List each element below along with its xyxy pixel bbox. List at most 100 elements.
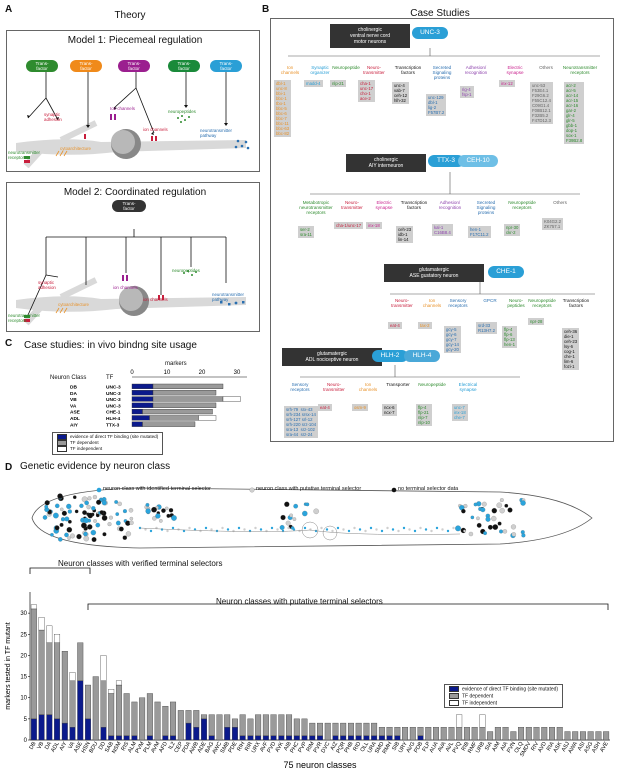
neuron-dot <box>470 515 475 520</box>
bar-AIM-dependent <box>494 727 501 741</box>
bar-PVR-dependent <box>317 722 323 736</box>
bar-AIY-dependent <box>61 651 68 724</box>
bar-VA-dependent <box>69 680 76 728</box>
bar-URX-direct <box>255 735 262 741</box>
y-tick-label: 30 <box>20 611 27 617</box>
neuron-dot <box>129 520 134 525</box>
panel-label-d: D <box>5 462 13 473</box>
ventral-cord-dot <box>298 529 301 533</box>
bar-PHC-dependent <box>293 718 300 736</box>
case-studies-title: Case Studies <box>410 8 470 19</box>
bar-PDB-dependent <box>417 727 424 736</box>
che1-genes-1: tax-2 <box>418 322 432 329</box>
panel-c-col-tf: TF <box>106 375 114 381</box>
x-tick-label: URY <box>398 741 409 754</box>
bar-DA-independent <box>46 625 53 643</box>
unc3-tf: UNC-3 <box>412 27 448 39</box>
panel-c-tick-0: 0 <box>130 370 134 376</box>
bar-SAB-independent <box>108 689 115 694</box>
bar-DB-direct <box>30 718 37 741</box>
x-tick-label: ADL <box>50 741 61 753</box>
neuron-dot <box>99 510 104 515</box>
m1-ion1: Ion channels <box>110 106 135 111</box>
bar-AVL-dependent <box>448 727 455 741</box>
bar-RID-direct <box>355 735 362 741</box>
bar-AUA-dependent <box>433 727 439 741</box>
neuron-dot <box>129 516 134 521</box>
m2-ntr: neurotransmitter receptors <box>8 313 40 324</box>
legend-direct-swatch <box>57 434 67 440</box>
panel-c-bar-0-direct <box>131 383 154 390</box>
neuron-dot <box>502 529 508 534</box>
bar-SAB-direct <box>108 735 115 741</box>
neuron-dot <box>87 524 93 530</box>
bar-ALM-direct <box>131 735 138 741</box>
neuron-dot <box>86 504 91 510</box>
ventral-cord-dot <box>171 526 175 530</box>
x-tick-label: AIM <box>491 741 501 753</box>
panel-c-class-3: VA <box>70 403 77 409</box>
neuron-dot <box>83 535 90 542</box>
bar-HSN-dependent <box>85 684 91 720</box>
ventral-cord-dot <box>166 529 169 533</box>
ventral-cord-dot <box>364 529 367 533</box>
panel-c-bar-4-direct <box>131 409 143 415</box>
che1-category-1: Ion channels <box>422 298 442 309</box>
x-tick-label: AIA <box>500 741 510 752</box>
hlh2-genes-5: unc-7 inx-18 che-7 <box>452 404 468 421</box>
bar-ADE-direct <box>201 718 207 741</box>
bar-BAG-direct <box>208 735 215 741</box>
bar-AWB-dependent <box>193 710 200 728</box>
hlh2-category-4: Neuropeptide <box>418 382 446 387</box>
x-tick-label: ASG <box>583 741 594 754</box>
neuron-dot <box>476 516 480 521</box>
panel-c-bar-0-dep <box>152 383 224 390</box>
x-tick-label: BAG <box>204 741 215 754</box>
x-tick-label: PVD <box>266 741 277 754</box>
x-tick-label: DD <box>98 741 107 751</box>
ttx3-genes-7: K04G2.2 ZK757.1 <box>542 218 563 230</box>
bar-ASK-dependent <box>556 727 563 741</box>
unc3-genes-7: inx-12 <box>499 80 515 87</box>
unc3-category-9: Neurotransmitter receptors <box>562 65 598 76</box>
neuron-dot <box>455 525 461 532</box>
ventral-cord-dot <box>325 528 329 531</box>
unc3-category-8: Others <box>539 65 553 70</box>
model1-title: Model 1: Piecemeal regulation <box>67 35 203 46</box>
ttx3-category-2: Electric synapse <box>375 200 393 211</box>
bar-AVG-dependent <box>409 727 416 741</box>
neuron-dot <box>122 509 127 514</box>
bar-DD-dependent <box>100 680 107 728</box>
panel-label-a: A <box>5 4 13 15</box>
m2-cyto: cytoarchitecture <box>58 302 89 307</box>
ttx3-genes-5: hen-1 F17C11.2 <box>468 226 491 238</box>
neuron-dot <box>102 532 107 537</box>
unc3-genes-9: acr-2 acr-5 acr-14 acr-15 acr-16 gar-2 g… <box>564 82 585 144</box>
che1-category-3: GPCR <box>483 298 497 303</box>
x-tick-label: SAB <box>104 741 115 754</box>
unc3-category-4: Transcription factors <box>394 65 422 76</box>
neuron-dot <box>60 507 64 512</box>
che1-category-5: Neuropeptide receptors <box>528 298 556 309</box>
che1-header: glutamatergic ASE gustatory neuron <box>384 264 484 282</box>
neuron-dot <box>87 496 92 501</box>
unc3-tree <box>288 48 600 57</box>
ttx3-genes-2: inx-18 <box>366 222 382 229</box>
bar-PVM-dependent <box>139 697 146 741</box>
bar-AWA-dependent <box>572 731 579 741</box>
ventral-cord-dot <box>237 526 241 530</box>
y-tick-label: 15 <box>20 675 27 681</box>
bar-PVN-dependent <box>510 731 517 741</box>
bar-ASI-dependent <box>579 731 586 741</box>
ventral-cord-dot <box>149 529 153 533</box>
panel-c-class-0: DB <box>70 385 77 391</box>
neuron-dot <box>66 527 73 533</box>
x-tick-label: HSN <box>81 741 92 754</box>
neuron-dot <box>44 504 49 509</box>
neuron-dot <box>487 524 493 530</box>
neuron-dot <box>473 502 478 507</box>
bar-RMH-direct <box>386 735 393 741</box>
bar-OLQ-dependent <box>518 727 525 741</box>
ventral-cord-dot <box>446 529 450 533</box>
